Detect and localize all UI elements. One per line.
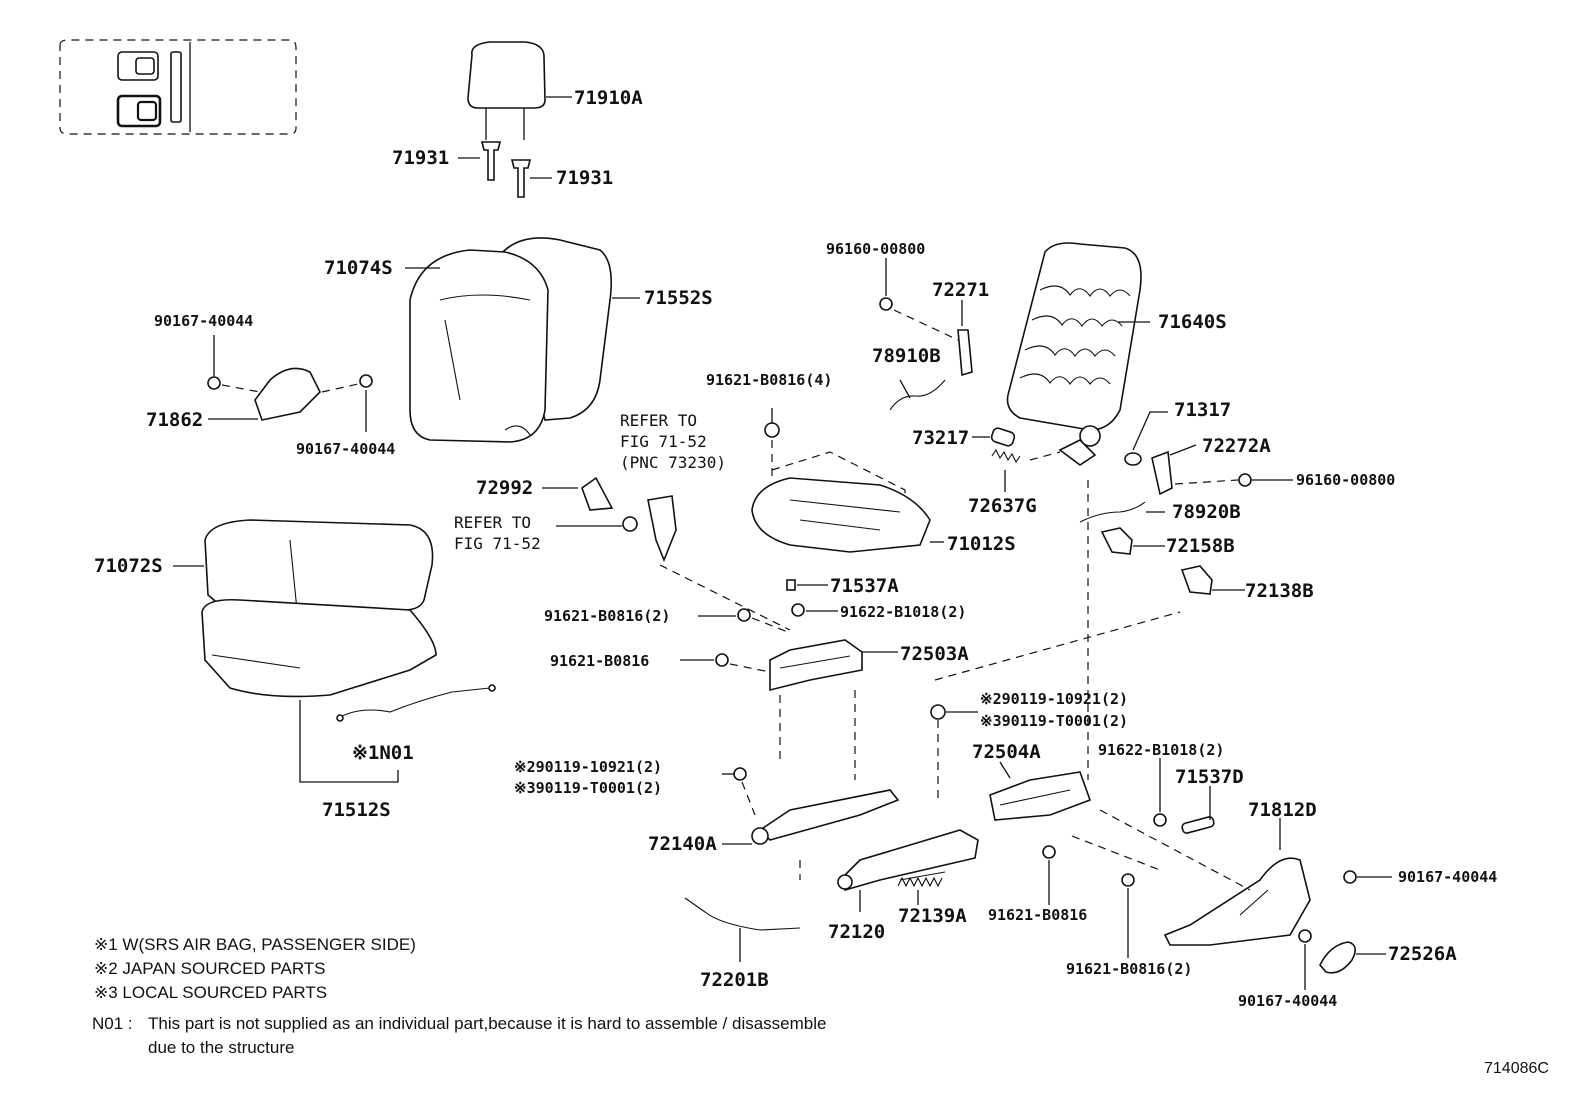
part-90167-40044-label: 90167-40044 [1398,868,1497,886]
refer-note-line: REFER TO [454,513,531,532]
part-71552S-label: 71552S [644,287,713,309]
part-72138B-label: 72138B [1245,580,1314,602]
headrest-shape [467,41,572,140]
part-72503A-label: 72503A [900,643,969,665]
part-90119-T0001-2-label: ※390119-T0001(2) [980,712,1128,730]
part-78910B-label: 78910B [872,345,941,367]
part-71074S-label: 71074S [324,257,393,279]
recliner-parts-shape [879,258,1293,780]
seatback-cover-shape [405,237,640,443]
part-72637G-label: 72637G [968,495,1037,517]
part-90119-10921-2-label: ※290119-10921(2) [514,758,662,776]
footnote-n01-text: This part is not supplied as an individu… [148,1014,826,1033]
seat-location-key-icon [59,39,297,135]
center-rail-shape [837,829,979,912]
part-71862-label: 71862 [146,409,203,431]
part-72526A-label: 72526A [1388,943,1457,965]
part-72271-label: 72271 [932,279,989,301]
figure-code: 714086C [1484,1060,1549,1077]
part-72158B-label: 72158B [1166,535,1235,557]
part-71012S-label: 71012S [947,533,1016,555]
part-72140A-label: 72140A [648,833,717,855]
part-N01-label: ※1N01 [352,742,414,764]
refer-note-line: REFER TO [620,411,697,430]
footnote-local-sourced: ※3 LOCAL SOURCED PARTS [94,983,327,1002]
part-71640S-label: 71640S [1158,311,1227,333]
seatback-frame-shape [1006,242,1150,466]
part-90119-10921-2-label: ※290119-10921(2) [980,690,1128,708]
part-71072S-label: 71072S [94,555,163,577]
footnote-srs-airbag: ※1 W(SRS AIR BAG, PASSENGER SIDE) [94,935,416,954]
part-71537A-label: 71537A [830,575,899,597]
part-96160-00800-label: 96160-00800 [826,240,925,258]
part-71512S-label: 71512S [322,799,391,821]
cushion-frame-shape [751,408,944,591]
part-90167-40044-label: 90167-40044 [154,312,253,330]
part-91621-B0816-2-label: 91621-B0816(2) [544,607,670,625]
part-90167-40044-label: 90167-40044 [1238,992,1337,1010]
part-91621-B0816-2-label: 91621-B0816(2) [1066,960,1192,978]
side-cover-71812D-shape [1042,758,1392,990]
left-adjuster-shape [680,603,898,780]
part-71931-label: 71931 [392,147,449,169]
part-72139A-label: 72139A [898,905,967,927]
side-shield-shape [207,335,373,432]
refer-note-line: FIG 71-52 [620,432,707,451]
part-72201B-label: 72201B [700,969,769,991]
part-71931-label: 71931 [556,167,613,189]
part-71537D-label: 71537D [1175,766,1244,788]
right-adjuster-shape [930,611,1181,821]
part-78920B-label: 78920B [1172,501,1241,523]
part-71317-label: 71317 [1174,399,1231,421]
part-91622-B1018-2-label: 91622-B1018(2) [1098,741,1224,759]
seatbelt-buckle-shape [542,476,791,631]
part-71812D-label: 71812D [1248,799,1317,821]
part-91621-B0816-4-label: 91621-B0816(4) [706,371,832,389]
part-96160-00800-label: 96160-00800 [1296,471,1395,489]
part-90167-40044-label: 90167-40044 [296,440,395,458]
part-91622-B1018-2-label: 91622-B1018(2) [840,603,966,621]
refer-note-line: (PNC 73230) [620,453,726,472]
footnote-japan-sourced: ※2 JAPAN SOURCED PARTS [94,959,326,978]
part-71910A-label: 71910A [574,87,643,109]
footnote-n01-text-2: due to the structure [148,1038,294,1057]
part-72504A-label: 72504A [972,741,1041,763]
refer-note-line: FIG 71-52 [454,534,541,553]
wire-harness-shape [299,684,496,783]
seat-cushion-shape [173,519,437,698]
part-73217-label: 73217 [912,427,969,449]
wire-72201B-shape [684,860,801,962]
part-90119-T0001-2-label: ※390119-T0001(2) [514,779,662,797]
part-91621-B0816-label: 91621-B0816 [550,652,649,670]
headrest-guide-shapes [458,141,552,198]
footnote-n01-label: N01 : [92,1014,133,1033]
part-72992-label: 72992 [476,477,533,499]
part-72272A-label: 72272A [1202,435,1271,457]
spring-72139A-shape [897,876,943,905]
part-72120-label: 72120 [828,921,885,943]
part-91621-B0816-label: 91621-B0816 [988,906,1087,924]
left-rail-shape [722,767,900,845]
